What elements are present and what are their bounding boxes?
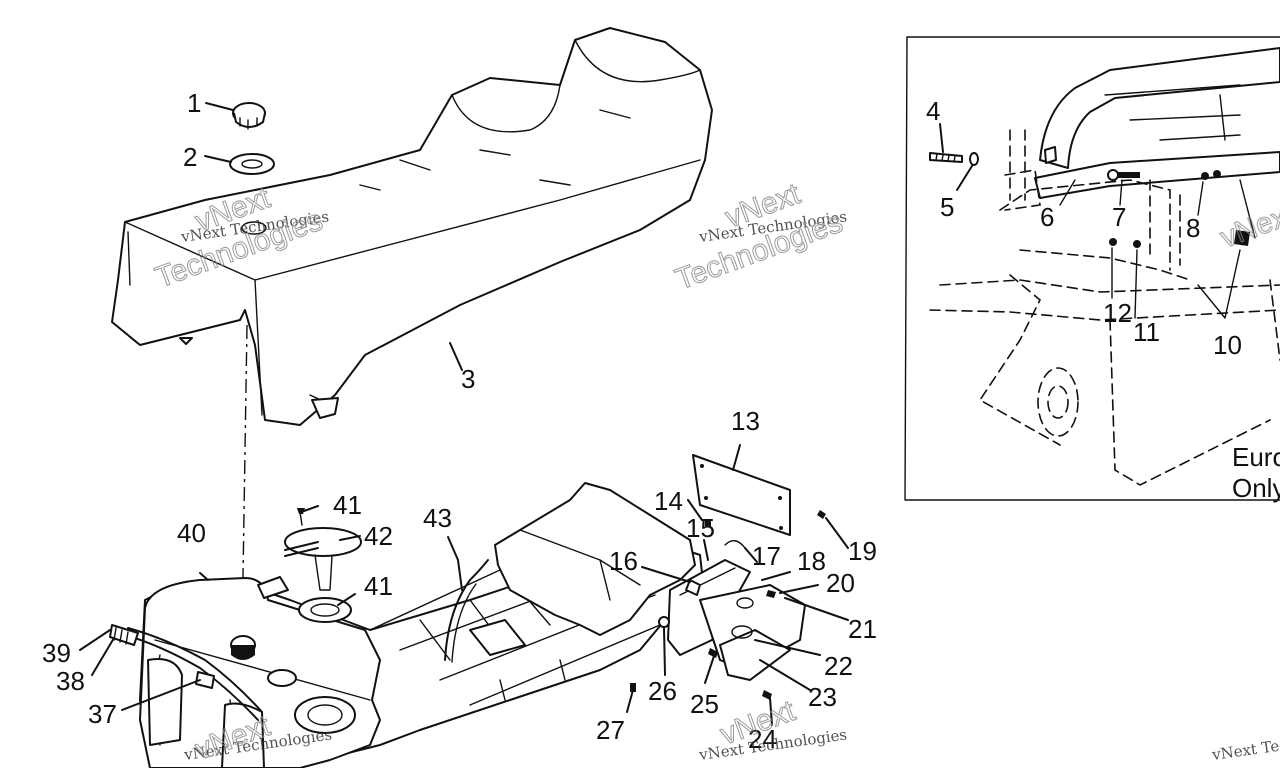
fuel-cap-part-1	[232, 102, 266, 130]
callout-6: 6	[1040, 202, 1054, 232]
callout-7: 7	[1112, 202, 1126, 232]
callout-8: 8	[1186, 213, 1200, 243]
callout-23: 23	[808, 682, 837, 712]
callout-18: 18	[797, 546, 826, 576]
callout-17: 17	[752, 541, 781, 571]
callout-22: 22	[824, 651, 853, 681]
callout-41-top: 41	[333, 490, 362, 520]
callout-24: 24	[748, 724, 777, 754]
gasket-part-2	[229, 153, 275, 175]
callout-10: 10	[1213, 330, 1242, 360]
callout-26: 26	[648, 676, 677, 706]
callout-21: 21	[848, 614, 877, 644]
callout-1: 1	[187, 88, 201, 118]
callout-numbers: 1 2 3 4 5 6 7 8 10 11 12 13 14 15 16 17 …	[42, 88, 1280, 754]
leader-lines	[79, 102, 1241, 726]
seat-part-3	[111, 27, 713, 426]
callout-3: 3	[461, 364, 475, 394]
callout-27: 27	[596, 715, 625, 745]
callout-12: 12	[1103, 298, 1132, 328]
callout-37: 37	[88, 699, 117, 729]
callout-19: 19	[848, 536, 877, 566]
callout-4: 4	[926, 96, 940, 126]
inset-note-line2: Only	[1232, 473, 1280, 503]
callout-41-bottom: 41	[364, 571, 393, 601]
callout-40: 40	[177, 518, 206, 548]
callout-11: 11	[1133, 317, 1160, 347]
callout-13: 13	[731, 406, 760, 436]
callout-42: 42	[364, 521, 393, 551]
seat-filler-hole	[241, 221, 267, 235]
callout-5: 5	[940, 192, 954, 222]
watermark-text: vNext Technologies	[1210, 725, 1280, 764]
inset-note-line1: Euro	[1232, 442, 1280, 472]
callout-25: 25	[690, 689, 719, 719]
watermark-outline: vNext	[1216, 197, 1280, 254]
callout-15: 15	[686, 513, 715, 543]
callout-43: 43	[423, 503, 452, 533]
callout-39: 39	[42, 638, 71, 668]
callout-20: 20	[826, 568, 855, 598]
callout-38: 38	[56, 666, 85, 696]
euro-inset	[904, 36, 1280, 501]
frame-assembly	[109, 482, 706, 768]
callout-2: 2	[183, 142, 197, 172]
callout-16: 16	[609, 546, 638, 576]
callout-14: 14	[654, 486, 683, 516]
